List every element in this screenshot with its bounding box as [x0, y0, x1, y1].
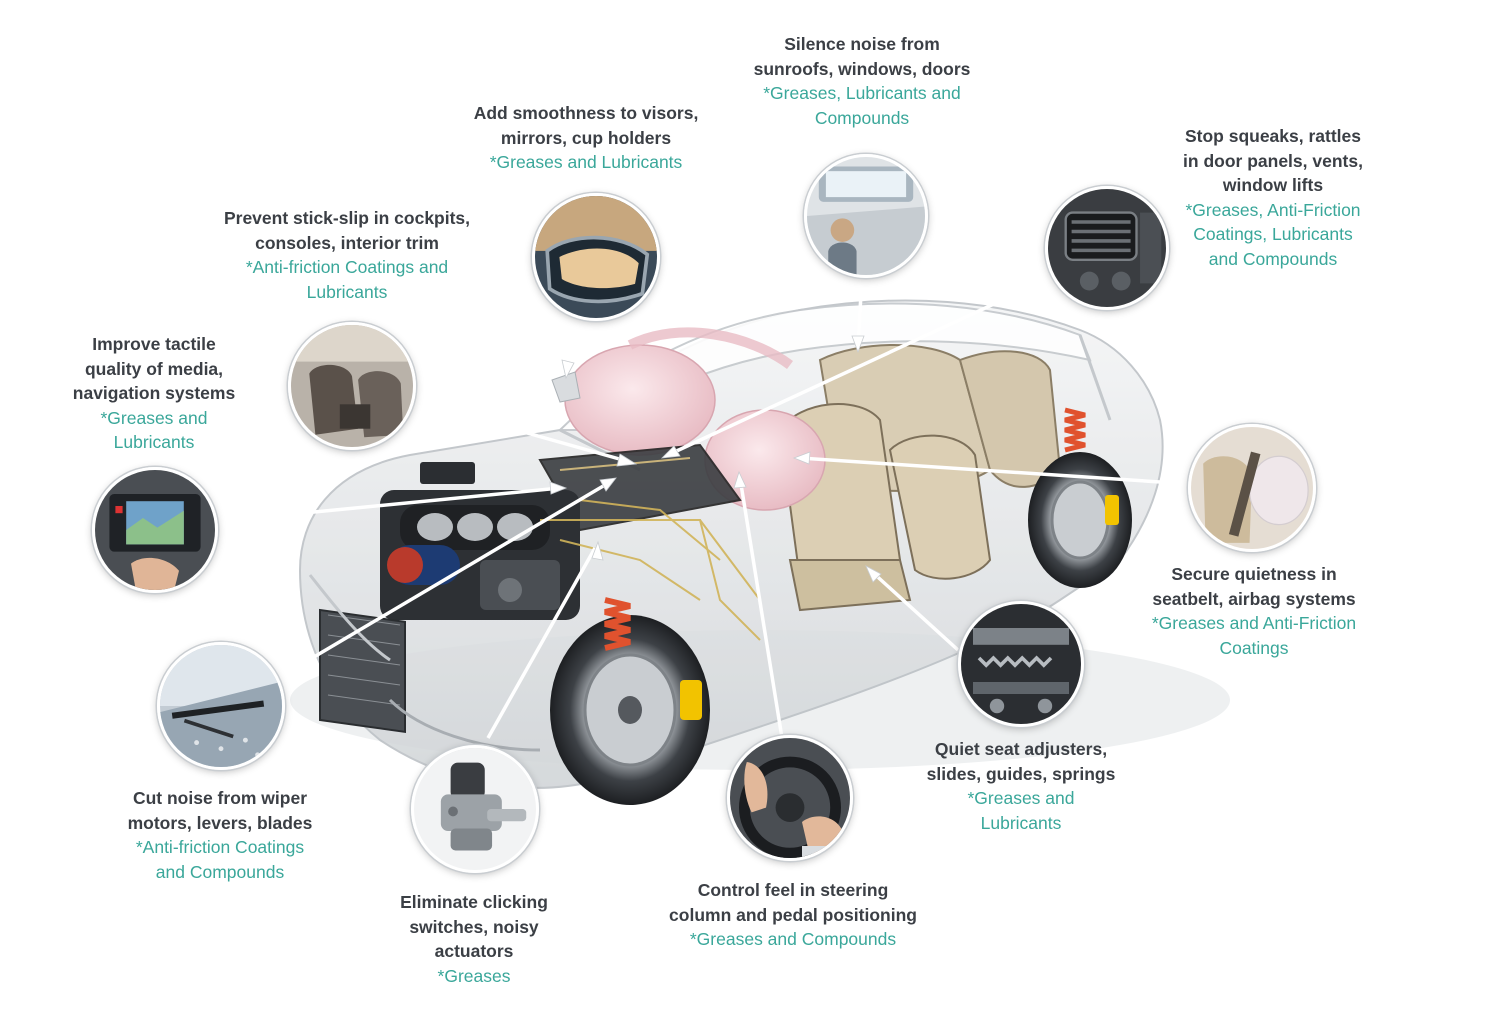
callout-seatbelt-products: *Greases and Anti-Friction Coatings [1151, 613, 1357, 658]
callout-visors-title: Add smoothness to visors, mirrors, cup h… [473, 103, 699, 148]
callout-steering: Control feel in steering column and peda… [634, 878, 952, 952]
front-spring [604, 597, 631, 651]
callout-actuator-products: *Greases [437, 965, 511, 986]
callout-media: Improve tactile quality of media, naviga… [44, 332, 264, 455]
leader-line-seat [868, 568, 960, 652]
callout-media-products: *Greases and Lubricants [100, 407, 208, 453]
airbag-photo-icon [1188, 424, 1316, 552]
car-interior-photo-icon [288, 322, 416, 450]
callout-visors: Add smoothness to visors, mirrors, cup h… [436, 101, 736, 175]
leader-line-steering [738, 477, 784, 739]
leader-line-cockpit [409, 398, 631, 464]
actuator-photo-icon [411, 745, 539, 873]
callout-seat: Quiet seat adjusters, slides, guides, sp… [894, 737, 1148, 835]
steering-wheel-photo-icon [727, 735, 853, 861]
callout-panels-products: *Greases, Anti-Friction Coatings, Lubric… [1185, 199, 1361, 269]
callout-sunroof-products: *Greases, Lubricants and Compounds [763, 83, 961, 128]
callout-cockpit-title: Prevent stick-slip in cockpits, consoles… [223, 208, 471, 253]
callout-seat-title: Quiet seat adjusters, slides, guides, sp… [926, 739, 1116, 784]
callout-sunroof: Silence noise from sunroofs, windows, do… [716, 32, 1008, 130]
airbag-driver [564, 344, 716, 456]
leader-line-media [211, 486, 561, 524]
leader-arrowheads [549, 335, 882, 583]
leader-lines [211, 274, 1191, 739]
callout-seat-products: *Greases and Lubricants [967, 788, 1075, 833]
callout-panels: Stop squeaks, rattles in door panels, ve… [1148, 124, 1398, 271]
callout-steering-products: *Greases and Compounds [689, 929, 897, 949]
seat-adjuster-photo-icon [958, 601, 1084, 727]
leader-line-wiper [274, 480, 611, 682]
air-vent-photo-icon [1045, 186, 1169, 310]
callout-wiper-title: Cut noise from wiper motors, levers, bla… [127, 788, 313, 833]
callout-wiper-products: *Anti-friction Coatings and Compounds [135, 837, 305, 882]
rear-wheel [1028, 452, 1132, 588]
callout-seatbelt: Secure quietness in seatbelt, airbag sys… [1118, 562, 1390, 660]
callout-media-title: Improve tactile quality of media, naviga… [72, 334, 236, 403]
callout-actuator: Eliminate clicking switches, noisy actua… [364, 890, 584, 988]
leader-line-panels [667, 276, 1051, 457]
side-mirror-photo-icon [532, 193, 660, 321]
rear-spring [1064, 407, 1086, 453]
sunroof-photo-icon [804, 154, 928, 278]
callout-panels-title: Stop squeaks, rattles in door panels, ve… [1183, 126, 1363, 195]
callout-visors-products: *Greases and Lubricants [489, 152, 683, 172]
car-illustration [290, 299, 1230, 805]
callout-actuator-title: Eliminate clicking switches, noisy actua… [400, 892, 548, 961]
callout-steering-title: Control feel in steering column and peda… [669, 880, 917, 925]
navigation-screen-photo-icon [92, 467, 218, 593]
callout-cockpit: Prevent stick-slip in cockpits, consoles… [184, 206, 510, 304]
front-wheel [550, 615, 710, 805]
leader-line-actuator [486, 547, 597, 739]
callout-seatbelt-title: Secure quietness in seatbelt, airbag sys… [1152, 564, 1356, 609]
wiper-photo-icon [157, 642, 285, 770]
callout-cockpit-products: *Anti-friction Coatings and Lubricants [245, 257, 449, 302]
callout-wiper: Cut noise from wiper motors, levers, bla… [96, 786, 344, 884]
callout-sunroof-title: Silence noise from sunroofs, windows, do… [753, 34, 971, 79]
leader-line-seatbelt [799, 456, 1191, 486]
